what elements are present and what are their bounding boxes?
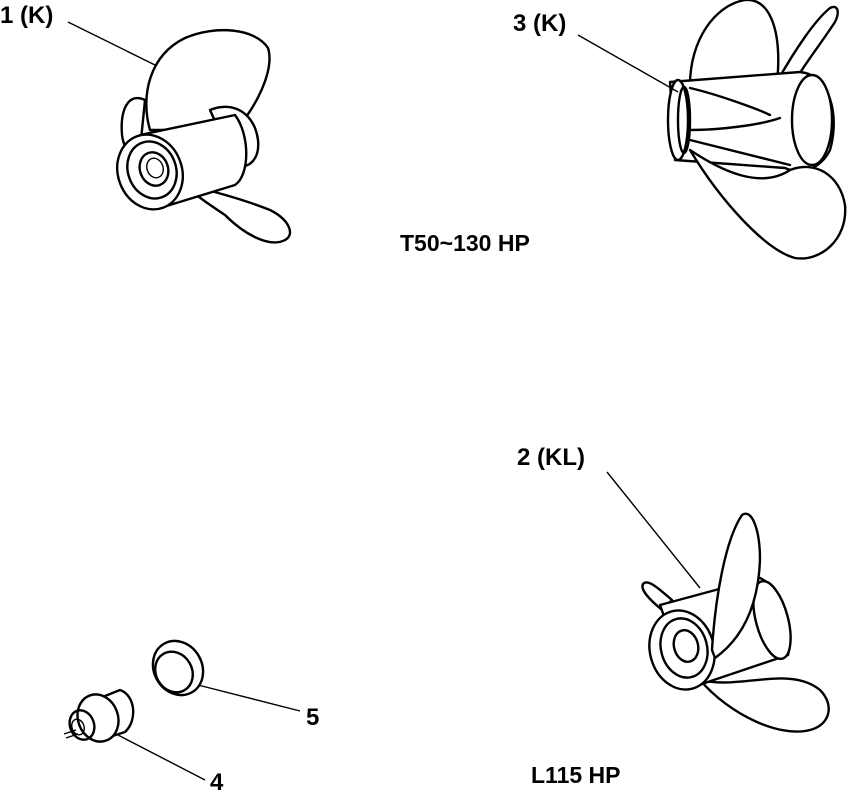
caption-bottom-model: L115 HP bbox=[531, 762, 621, 788]
callout-part-5: 5 bbox=[306, 704, 320, 731]
propeller-3-drawing bbox=[666, 0, 847, 260]
leader-line-1 bbox=[67, 21, 156, 66]
propeller-1-drawing bbox=[116, 28, 292, 244]
leader-line-3 bbox=[577, 34, 679, 93]
callout-part-4: 4 bbox=[210, 769, 224, 796]
leader-line-4 bbox=[117, 734, 206, 781]
callout-part-1: 1 (K) bbox=[0, 2, 54, 29]
leader-line-2 bbox=[606, 471, 701, 589]
leader-lines bbox=[67, 21, 701, 781]
part-4-drawing bbox=[63, 688, 135, 743]
leader-line-5 bbox=[197, 684, 301, 712]
callout-part-2: 2 (KL) bbox=[517, 444, 585, 471]
caption-top-model: T50~130 HP bbox=[400, 230, 530, 256]
part-5-drawing bbox=[151, 639, 205, 697]
propeller-2-drawing bbox=[641, 512, 830, 733]
callout-part-3: 3 (K) bbox=[513, 10, 567, 37]
